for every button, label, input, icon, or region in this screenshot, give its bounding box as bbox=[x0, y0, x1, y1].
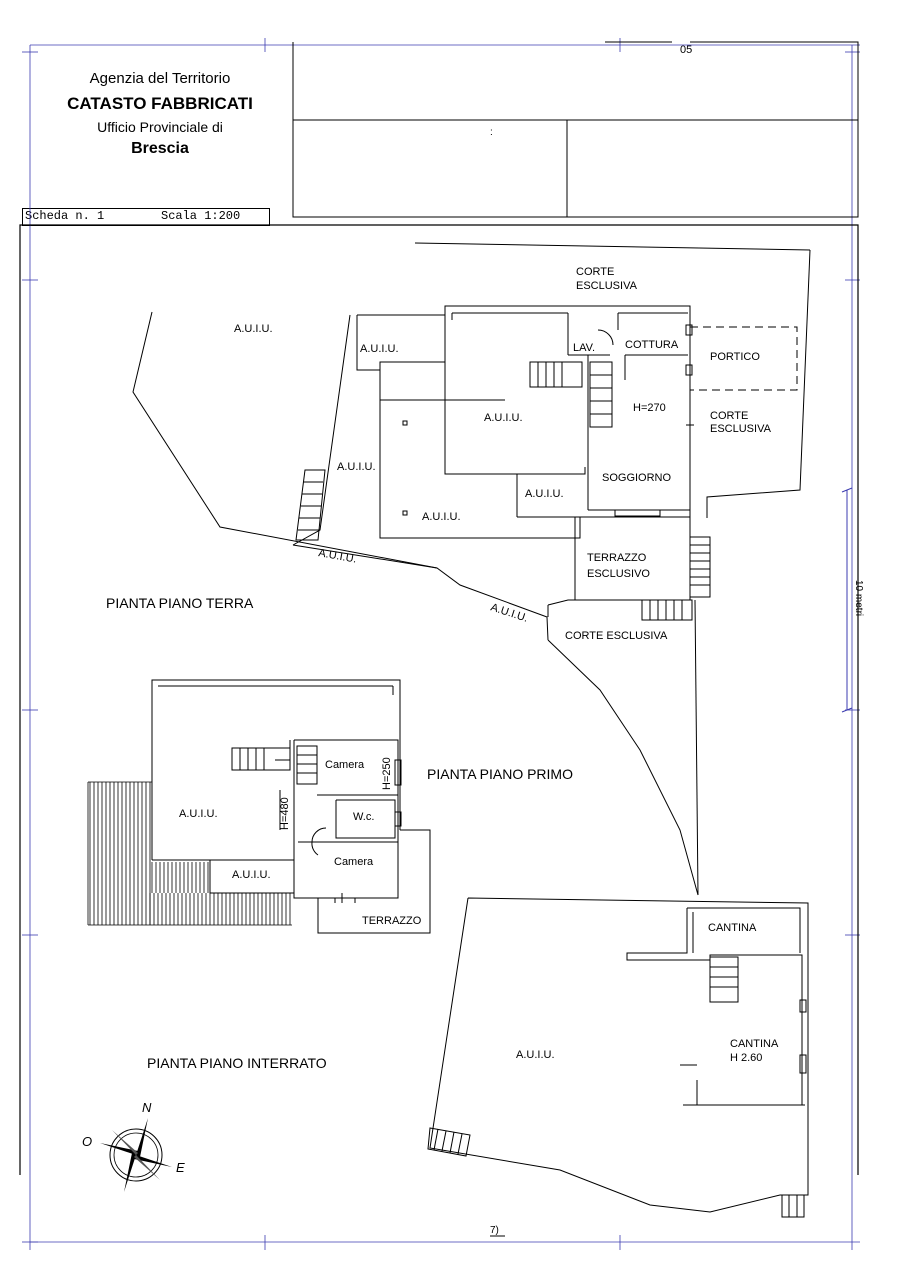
label-terrazzo: TERRAZZO bbox=[362, 915, 422, 927]
basement-labels: CANTINA CANTINA H 2.60 A.U.I.U. bbox=[516, 922, 779, 1064]
header-catasto: CATASTO FABBRICATI bbox=[67, 94, 253, 113]
first-floor-labels: A.U.I.U. A.U.I.U. Camera H=250 H=480 W.c… bbox=[179, 757, 422, 927]
header-city: Brescia bbox=[131, 140, 189, 157]
header-office: Ufficio Provinciale di bbox=[97, 119, 223, 135]
label-camera: Camera bbox=[325, 759, 365, 771]
label-camera: Camera bbox=[334, 856, 374, 868]
label-soggiorno: SOGGIORNO bbox=[602, 472, 672, 484]
header-grid bbox=[292, 41, 859, 218]
label-auiu: A.U.I.U. bbox=[422, 511, 461, 523]
label-cantina: CANTINA bbox=[708, 922, 757, 934]
label-auiu: A.U.I.U. bbox=[489, 601, 529, 624]
label-wc: W.c. bbox=[353, 811, 374, 823]
roof-hatching bbox=[87, 781, 292, 926]
label-corte: CORTE bbox=[710, 410, 748, 422]
label-esclusiva: ESCLUSIVA bbox=[576, 280, 638, 292]
title-piano-primo: PIANTA PIANO PRIMO bbox=[427, 766, 573, 782]
compass-east: E bbox=[176, 1160, 185, 1175]
page-frame bbox=[22, 38, 860, 1250]
label-auiu: A.U.I.U. bbox=[232, 869, 271, 881]
label-portico: PORTICO bbox=[710, 351, 760, 363]
label-esclusivo: ESCLUSIVO bbox=[587, 568, 650, 580]
label-cantina: CANTINA bbox=[730, 1038, 779, 1050]
footer-mark: 7) bbox=[490, 1225, 499, 1236]
header-fragment: 05 bbox=[680, 44, 692, 56]
scale-bar bbox=[841, 487, 853, 713]
label-auiu: A.U.I.U. bbox=[234, 323, 273, 335]
drawing-frame bbox=[19, 224, 859, 1175]
ground-floor-labels: A.U.I.U. A.U.I.U. A.U.I.U. A.U.I.U. A.U.… bbox=[234, 266, 772, 642]
basement-plan bbox=[427, 897, 809, 1218]
label-h260: H 2.60 bbox=[730, 1052, 762, 1064]
label-auiu: A.U.I.U. bbox=[179, 808, 218, 820]
label-terrazzo: TERRAZZO bbox=[587, 552, 647, 564]
label-auiu: A.U.I.U. bbox=[337, 461, 376, 473]
label-auiu: A.U.I.U. bbox=[516, 1049, 555, 1061]
label-auiu: A.U.I.U. bbox=[317, 547, 357, 566]
label-lav: LAV. bbox=[573, 342, 595, 354]
label-h270: H=270 bbox=[633, 402, 666, 414]
label-corte-esclusiva: CORTE ESCLUSIVA bbox=[565, 630, 668, 642]
compass-north: N bbox=[142, 1100, 152, 1115]
label-auiu: A.U.I.U. bbox=[525, 488, 564, 500]
label-h250: H=250 bbox=[381, 757, 393, 790]
scale-bar-label: 10 metri bbox=[853, 580, 864, 616]
title-piano-terra: PIANTA PIANO TERRA bbox=[106, 595, 254, 611]
label-h480: H=480 bbox=[279, 797, 291, 830]
header-colon: : bbox=[490, 127, 493, 138]
label-auiu: A.U.I.U. bbox=[484, 412, 523, 424]
label-auiu: A.U.I.U. bbox=[360, 343, 399, 355]
scheda-box: Scheda n. 1 Scala 1:200 bbox=[22, 208, 270, 226]
title-piano-interrato: PIANTA PIANO INTERRATO bbox=[147, 1055, 327, 1071]
compass-rose-icon bbox=[100, 1118, 172, 1192]
compass-west: O bbox=[82, 1134, 92, 1149]
label-cottura: COTTURA bbox=[625, 339, 679, 351]
scheda-label: Scheda n. 1 bbox=[25, 209, 105, 223]
ground-floor-plan bbox=[132, 242, 811, 896]
scheda-scale: Scala 1:200 bbox=[161, 209, 241, 223]
header-agency: Agenzia del Territorio bbox=[89, 70, 231, 87]
label-esclusiva: ESCLUSIVA bbox=[710, 423, 772, 435]
label-corte: CORTE bbox=[576, 266, 614, 278]
